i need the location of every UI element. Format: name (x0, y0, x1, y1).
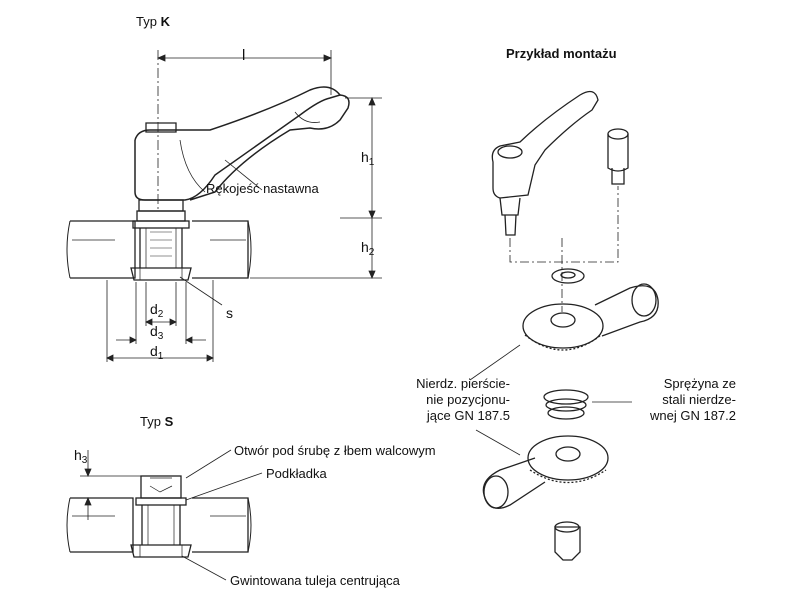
type-s-dimensions (80, 449, 263, 581)
mounting-ring-bottom (482, 435, 609, 509)
dim-l: l (242, 47, 246, 64)
mounting-bottom-nut (554, 521, 581, 561)
spring-label-line-2: stali nierdze- (662, 392, 736, 407)
dim-h2-letter: h (361, 239, 369, 255)
dim-h1-letter: h (361, 149, 369, 165)
dim-h3-letter: h (74, 447, 82, 463)
dim-h3-sub: 3 (81, 455, 88, 466)
mounting-axis (509, 186, 619, 312)
dim-h2-sub: 2 (368, 247, 375, 258)
bolt-hole-label: Otwór pod śrubę z łbem walcowym (234, 443, 436, 458)
dim-h2: h2 (361, 239, 375, 259)
ring-label: Nierdz. pierście- nie pozycjonu- jące GN… (402, 376, 510, 424)
type-k-shaft (130, 199, 192, 281)
dim-d3-letter: d (150, 323, 158, 339)
spring-label-line-3: wnej GN 187.2 (650, 408, 736, 423)
spring-label-line-1: Sprężyna ze (663, 376, 736, 391)
mounting-handle (491, 90, 599, 236)
sleeve-label: Gwintowana tuleja centrująca (230, 573, 400, 588)
ring-label-line-1: Nierdz. pierście- (416, 376, 510, 391)
washer-label: Podkładka (266, 466, 327, 481)
mounting-washer (551, 268, 585, 284)
type-s-prefix: Typ (140, 414, 161, 429)
dim-d3-sub: 3 (157, 331, 164, 342)
ring-label-line-3: jące GN 187.5 (426, 408, 510, 423)
dim-h1-sub: 1 (368, 157, 375, 168)
type-s-drawing (66, 475, 252, 558)
dim-d2-sub: 2 (157, 309, 164, 320)
mounting-leaders (469, 344, 632, 456)
dim-d3: d3 (150, 323, 164, 343)
dim-h1: h1 (361, 149, 375, 169)
dim-h3: h3 (74, 447, 88, 467)
dim-d1-sub: 1 (157, 351, 164, 362)
mounting-title: Przykład montażu (506, 46, 617, 61)
type-s-title: Typ S (140, 414, 173, 429)
spring-label: Sprężyna ze stali nierdze- wnej GN 187.2 (636, 376, 736, 424)
mounting-ring-top (522, 283, 659, 351)
dim-d1-letter: d (150, 343, 158, 359)
mounting-screw (607, 128, 629, 185)
type-k-prefix: Typ (136, 14, 157, 29)
dim-d2: d2 (150, 301, 164, 321)
dim-s: s (226, 305, 233, 321)
handle-label: Rękojeść nastawna (206, 181, 319, 196)
dim-d1: d1 (150, 343, 164, 363)
type-k-title: Typ K (136, 14, 170, 29)
type-k-dimensions (106, 50, 382, 362)
type-k-plate (66, 220, 252, 279)
ring-label-line-2: nie pozycjonu- (426, 392, 510, 407)
type-s-letter: S (164, 414, 174, 429)
dim-d2-letter: d (150, 301, 158, 317)
mounting-spring (543, 389, 589, 420)
type-k-letter: K (160, 14, 170, 29)
